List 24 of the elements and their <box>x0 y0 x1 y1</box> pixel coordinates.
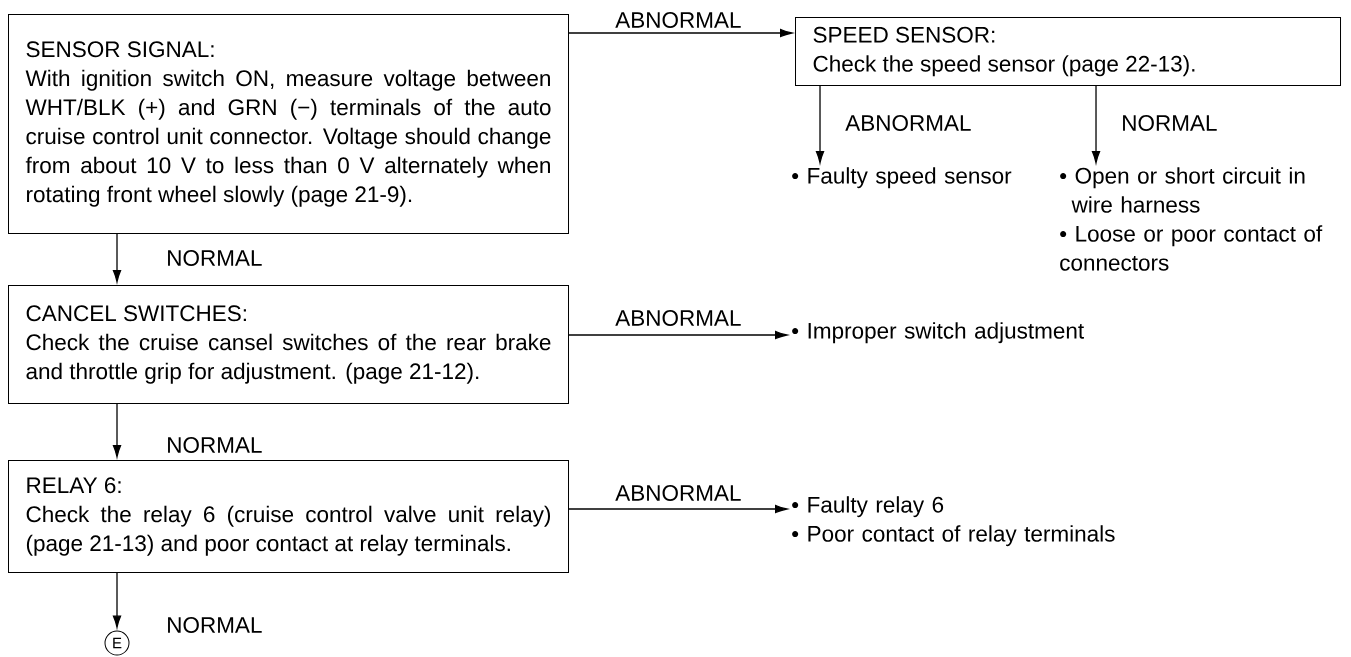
edge-label: ABNORMAL <box>614 484 743 502</box>
arrow <box>568 504 788 514</box>
edge-label: NORMAL <box>1120 114 1219 132</box>
arrow <box>112 233 122 283</box>
arrow <box>112 403 122 458</box>
edge-label: NORMAL <box>165 436 264 454</box>
edge-label: ABNORMAL <box>844 114 973 132</box>
arrow <box>815 85 825 164</box>
result-text: • Faulty speed sensor <box>792 167 1012 189</box>
result-text: • Open or short circuit in wire harness • Loose or poor contact of connectors <box>1060 167 1323 271</box>
arrow <box>112 572 122 628</box>
process-box: CANCEL SWITCHES: Check the cruise cansel switches of the rear brake and throttle grip for adjustment. (page 21-12). <box>8 285 569 404</box>
edge-label: NORMAL <box>165 249 264 267</box>
result-text: • Faulty relay 6 • Poor contact of relay terminals <box>792 496 1115 547</box>
process-box: SENSOR SIGNAL: With ignition switch ON, measure voltage between WHT/BLK (+) and GRN (−) terminals of the auto cruise control unit connector. Voltage should change from about 10 V to less than 0 V alternately when rotating front wheel slowly (page 21-9). <box>8 14 569 234</box>
edge-label: NORMAL <box>165 616 264 634</box>
edge-label: ABNORMAL <box>614 309 743 327</box>
edge-label: ABNORMAL <box>614 11 743 29</box>
arrow <box>568 28 793 38</box>
process-box: SPEED SENSOR: Check the speed sensor (page 22-13). <box>795 17 1341 86</box>
arrow <box>568 330 788 340</box>
arrow <box>1091 85 1101 164</box>
result-text: • Improper switch adjustment <box>792 322 1084 344</box>
process-box: RELAY 6: Check the relay 6 (cruise control valve unit relay) (page 21-13) and poor contact at relay terminals. <box>8 460 569 573</box>
